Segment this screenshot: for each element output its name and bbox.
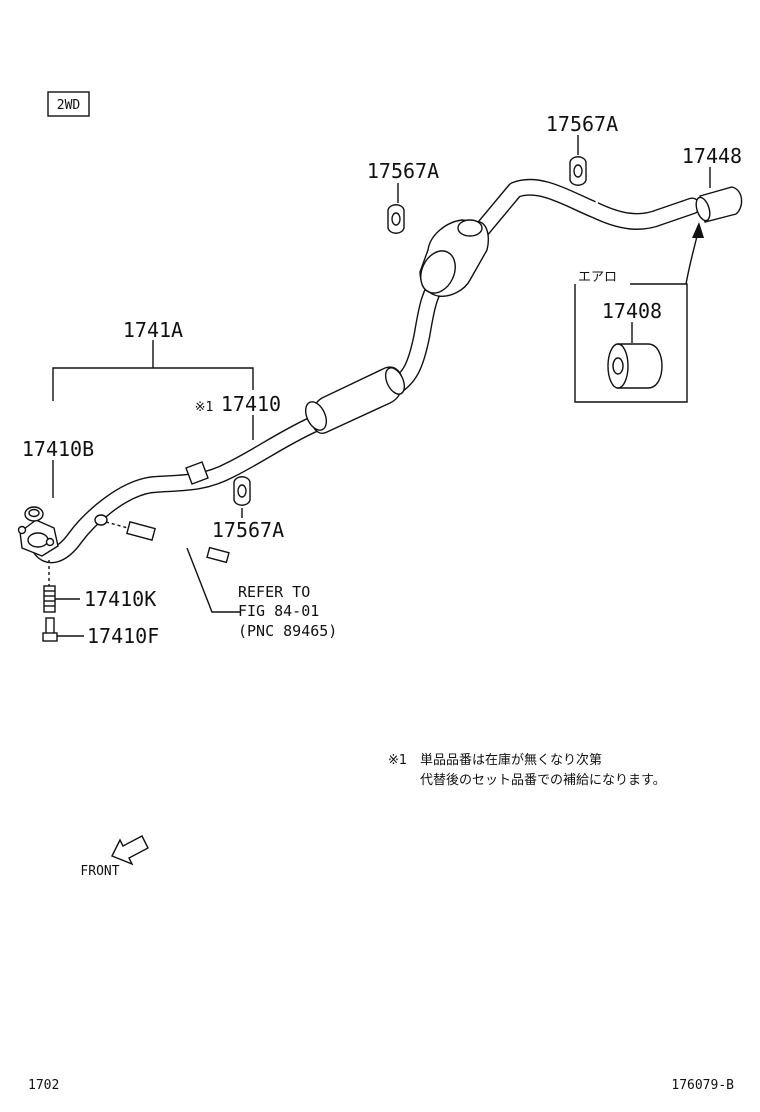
front-arrow-icon xyxy=(111,835,149,866)
exhaust-pipe xyxy=(31,178,701,564)
tail-pipe-17448 xyxy=(695,186,743,223)
footnote: ※1 単品品番は在庫が無くなり次第 代替後のセット品番での補給になります。 xyxy=(388,752,666,788)
rubber-hanger-mid xyxy=(387,204,405,234)
refer-line-2: FIG 84-01 xyxy=(238,602,319,620)
gasket-17410b xyxy=(24,506,44,522)
refer-line-1: REFER TO xyxy=(238,583,310,601)
label-17410f: 17410F xyxy=(87,624,159,648)
footnote-line-1: 単品品番は在庫が無くなり次第 xyxy=(420,752,602,768)
label-17410: 17410 xyxy=(221,392,281,416)
inset-caption: エアロ xyxy=(578,270,617,285)
drive-type-badge: 2WD xyxy=(47,91,90,117)
aero-inset: エアロ 17408 xyxy=(574,270,688,403)
label-1741a: 1741A xyxy=(123,318,183,342)
label-17567a-mid: 17567A xyxy=(367,159,439,183)
rubber-hanger-top xyxy=(569,156,587,186)
label-17567a-top: 17567A xyxy=(546,112,618,136)
aero-arrow xyxy=(685,222,704,285)
refer-line-3: (PNC 89465) xyxy=(238,622,337,640)
aero-grommet xyxy=(607,343,663,389)
drive-type-label: 2WD xyxy=(57,98,81,113)
footnote-line-2: 代替後のセット品番での補給になります。 xyxy=(420,773,666,788)
front-indicator: FRONT xyxy=(80,835,149,879)
main-muffler xyxy=(419,219,489,297)
leader-lines xyxy=(52,135,711,637)
label-17410-mark: ※1 xyxy=(195,400,214,415)
pipe-bracket xyxy=(185,461,209,485)
bolt-17410f xyxy=(42,617,58,642)
label-17567a-low: 17567A xyxy=(212,518,284,542)
label-17408: 17408 xyxy=(602,299,662,323)
rubber-hanger-low xyxy=(233,476,251,506)
label-17410b: 17410B xyxy=(22,437,94,461)
front-label: FRONT xyxy=(80,864,119,879)
oxygen-sensor xyxy=(105,520,240,613)
label-17448: 17448 xyxy=(682,144,742,168)
stud-17410k xyxy=(43,560,56,613)
label-17410k: 17410K xyxy=(84,587,156,611)
sub-muffler xyxy=(304,366,406,434)
footnote-mark: ※1 xyxy=(388,753,407,768)
refer-note: REFER TO FIG 84-01 (PNC 89465) xyxy=(238,583,337,640)
footer-left: 1702 xyxy=(28,1078,59,1093)
hanger-rods xyxy=(403,173,600,242)
sensor-boss xyxy=(94,514,108,526)
footer-right: 176079-B xyxy=(671,1078,734,1093)
front-flange xyxy=(17,519,59,557)
